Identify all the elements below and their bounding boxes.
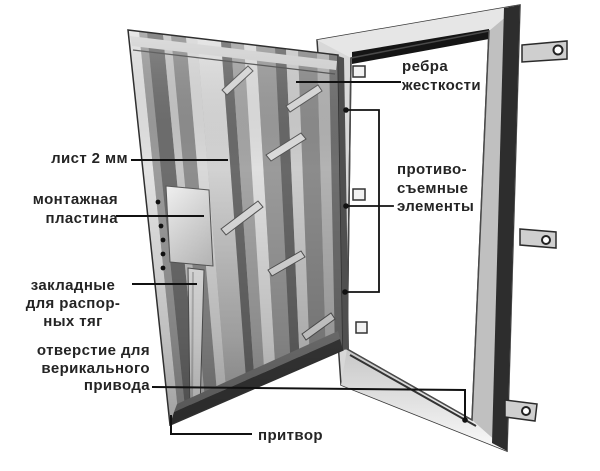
frame-top-band <box>317 5 520 58</box>
hinge-gap-shadow <box>338 56 349 350</box>
label-line: привода <box>83 377 150 394</box>
label-line: для распор- <box>25 295 121 312</box>
anchor-tab-hole <box>552 44 564 56</box>
frame-inner-edge <box>346 30 490 422</box>
label-stiffening-ribs: ребра жесткости <box>402 57 481 95</box>
door-frame <box>316 4 568 453</box>
leader-dot <box>342 289 348 295</box>
label-line: лист 2 мм <box>51 150 128 167</box>
label-line: закладные <box>30 277 116 294</box>
label-line: монтажная <box>32 191 118 208</box>
wall-anchor-tab-top <box>521 40 568 63</box>
anti-removal-pin-square <box>352 65 366 78</box>
anchor-tab-hole <box>541 235 551 245</box>
leader-anti-removal-bracket <box>344 109 394 293</box>
label-line: отверстие для <box>36 342 150 359</box>
leader-rebate <box>170 415 252 435</box>
label-line: съемные <box>397 179 469 197</box>
label-anti-removal-elements: противо- съемные элементы <box>397 161 474 217</box>
label-line: притвор <box>258 427 323 444</box>
label-mounting-plate: монтажная пластина <box>8 190 118 228</box>
anti-removal-pin-square <box>355 321 368 334</box>
label-line: противо- <box>397 161 467 178</box>
label-line: элементы <box>397 198 475 215</box>
leader-vertical-drive-hole <box>151 385 466 420</box>
frame-sill <box>341 349 507 451</box>
wall-anchor-tab-bottom <box>504 399 538 422</box>
leader-end-dots <box>342 107 468 423</box>
frame-dark-return <box>492 5 520 451</box>
leader-dot <box>343 107 349 113</box>
label-vertical-drive-hole: отверстие для верикального привода <box>0 342 150 395</box>
anti-removal-pin-square <box>352 188 366 201</box>
label-sheet-2mm: лист 2 мм <box>8 150 128 168</box>
label-rebate: притвор <box>258 427 323 445</box>
door-leaf <box>127 29 349 427</box>
label-line: ных тяг <box>43 313 103 330</box>
door-shading-overlay <box>128 30 343 425</box>
label-line: жесткости <box>402 77 482 94</box>
label-line: пластина <box>45 210 118 227</box>
anchor-tab-hole <box>521 406 531 416</box>
wall-anchor-tab-middle <box>519 228 557 249</box>
leader-dot <box>343 203 349 209</box>
label-embedded-anchors: закладные для распор- ных тяг <box>12 277 134 331</box>
label-line: ребра <box>402 58 449 75</box>
leader-lines <box>116 81 466 435</box>
label-line: верикального <box>41 359 150 377</box>
leader-dot <box>462 417 468 423</box>
